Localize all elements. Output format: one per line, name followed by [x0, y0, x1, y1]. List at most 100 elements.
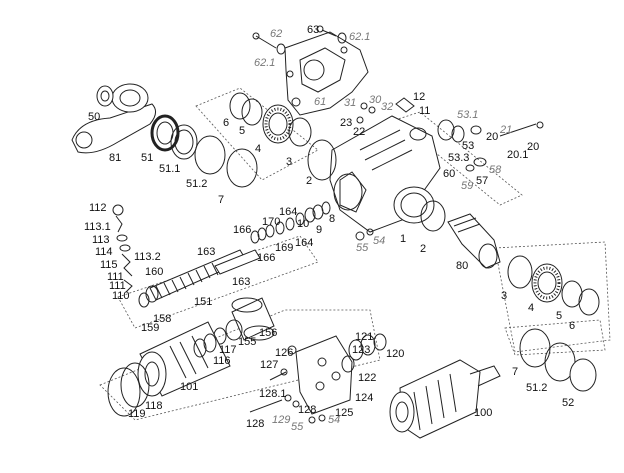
- steering-housing: [307, 115, 441, 233]
- label-53-1: 53.1: [457, 109, 479, 121]
- label-10: 10: [297, 218, 310, 230]
- label-126: 126: [275, 347, 294, 359]
- label-30: 30: [369, 94, 382, 106]
- label-164-b: 164: [295, 237, 314, 249]
- label-5-bottom: 5: [556, 310, 563, 322]
- label-20-a: 20: [486, 131, 499, 143]
- label-32: 32: [381, 101, 394, 113]
- label-55-top: 55: [356, 242, 369, 254]
- label-2-top: 2: [306, 175, 313, 187]
- pitman-arm: [71, 83, 156, 154]
- label-23: 23: [340, 117, 353, 129]
- label-6-bottom: 6: [569, 320, 576, 332]
- label-120: 120: [386, 348, 405, 360]
- label-80: 80: [456, 260, 469, 272]
- label-118: 118: [145, 400, 163, 412]
- label-127: 127: [260, 359, 279, 371]
- valve-parts: [356, 97, 544, 172]
- label-164-a: 164: [279, 206, 298, 218]
- label-100: 100: [474, 407, 493, 419]
- sector-gear: [389, 359, 501, 439]
- label-7-top: 7: [218, 194, 225, 206]
- worm-shaft: [138, 249, 261, 308]
- label-51-2-bottom: 51.2: [526, 382, 548, 394]
- label-60: 60: [443, 168, 456, 180]
- label-121: 121: [355, 331, 374, 343]
- label-51-2-top: 51.2: [186, 178, 208, 190]
- label-170: 170: [262, 216, 281, 228]
- label-117: 117: [219, 344, 237, 356]
- label-81: 81: [109, 152, 122, 164]
- lower-right-seal-set: [507, 255, 600, 392]
- label-115: 115: [100, 259, 118, 271]
- label-112: 112: [89, 202, 107, 214]
- label-62-1-left: 62.1: [254, 57, 276, 69]
- label-163-a: 163: [197, 246, 216, 258]
- label-116: 116: [213, 355, 231, 367]
- label-159: 159: [141, 322, 160, 334]
- label-166-a: 166: [233, 224, 252, 236]
- label-52: 52: [562, 397, 575, 409]
- label-53: 53: [462, 140, 475, 152]
- label-22: 22: [353, 126, 366, 138]
- label-128-1: 128.1: [259, 388, 287, 400]
- label-57: 57: [476, 175, 489, 187]
- label-119: 119: [128, 408, 146, 420]
- cylinder-housing: [107, 321, 231, 417]
- label-8: 8: [329, 213, 336, 225]
- label-62-1-right: 62.1: [349, 31, 371, 43]
- label-124: 124: [355, 392, 374, 404]
- label-3-bottom: 3: [501, 290, 508, 302]
- label-125: 125: [335, 407, 354, 419]
- label-114: 114: [95, 246, 113, 258]
- label-2-bottom: 2: [420, 243, 427, 255]
- label-169: 169: [275, 242, 294, 254]
- label-113-2: 113.2: [134, 251, 161, 263]
- label-54-top: 54: [373, 235, 386, 247]
- label-111-a: 111: [107, 271, 124, 283]
- label-111-b: 111: [109, 280, 126, 292]
- label-31: 31: [344, 97, 357, 109]
- sector-shaft: [447, 213, 501, 269]
- upper-seal-set: [150, 92, 312, 188]
- label-58: 58: [489, 164, 502, 176]
- label-63: 63: [307, 24, 320, 36]
- label-55-bottom: 55: [291, 421, 304, 433]
- label-5-top: 5: [239, 125, 246, 137]
- label-110: 110: [112, 290, 130, 302]
- label-158: 158: [153, 313, 172, 325]
- label-61: 61: [314, 96, 327, 108]
- label-129: 129: [272, 414, 291, 426]
- label-155: 155: [238, 336, 257, 348]
- valve-small-parts: [112, 204, 133, 293]
- label-21: 21: [500, 124, 513, 136]
- valve-body: [249, 333, 387, 424]
- label-51-1-top: 51.1: [159, 163, 181, 175]
- piston-sleeve: [213, 297, 275, 345]
- label-9: 9: [316, 224, 323, 236]
- label-156: 156: [259, 327, 278, 339]
- label-166-b: 166: [257, 252, 276, 264]
- label-101: 101: [180, 381, 199, 393]
- label-3-top: 3: [286, 156, 293, 168]
- label-113-1: 113.1: [84, 221, 111, 233]
- bolts-62-63: [252, 25, 347, 55]
- label-151: 151: [194, 296, 213, 308]
- label-54-bottom: 54: [328, 414, 341, 426]
- label-7-bottom: 7: [512, 366, 519, 378]
- label-160: 160: [145, 266, 164, 278]
- label-163-b: 163: [232, 276, 251, 288]
- label-20-b: 20: [527, 141, 540, 153]
- label-4-bottom: 4: [528, 302, 535, 314]
- label-20-1: 20.1: [507, 149, 529, 161]
- label-12: 12: [413, 91, 426, 103]
- label-6-top: 6: [223, 117, 230, 129]
- housing-o-ring: [420, 200, 446, 232]
- group-boxes: [99, 87, 611, 421]
- label-123: 123: [352, 344, 371, 356]
- label-53-3: 53.3: [448, 152, 470, 164]
- label-11: 11: [419, 105, 431, 117]
- label-1: 1: [400, 233, 407, 245]
